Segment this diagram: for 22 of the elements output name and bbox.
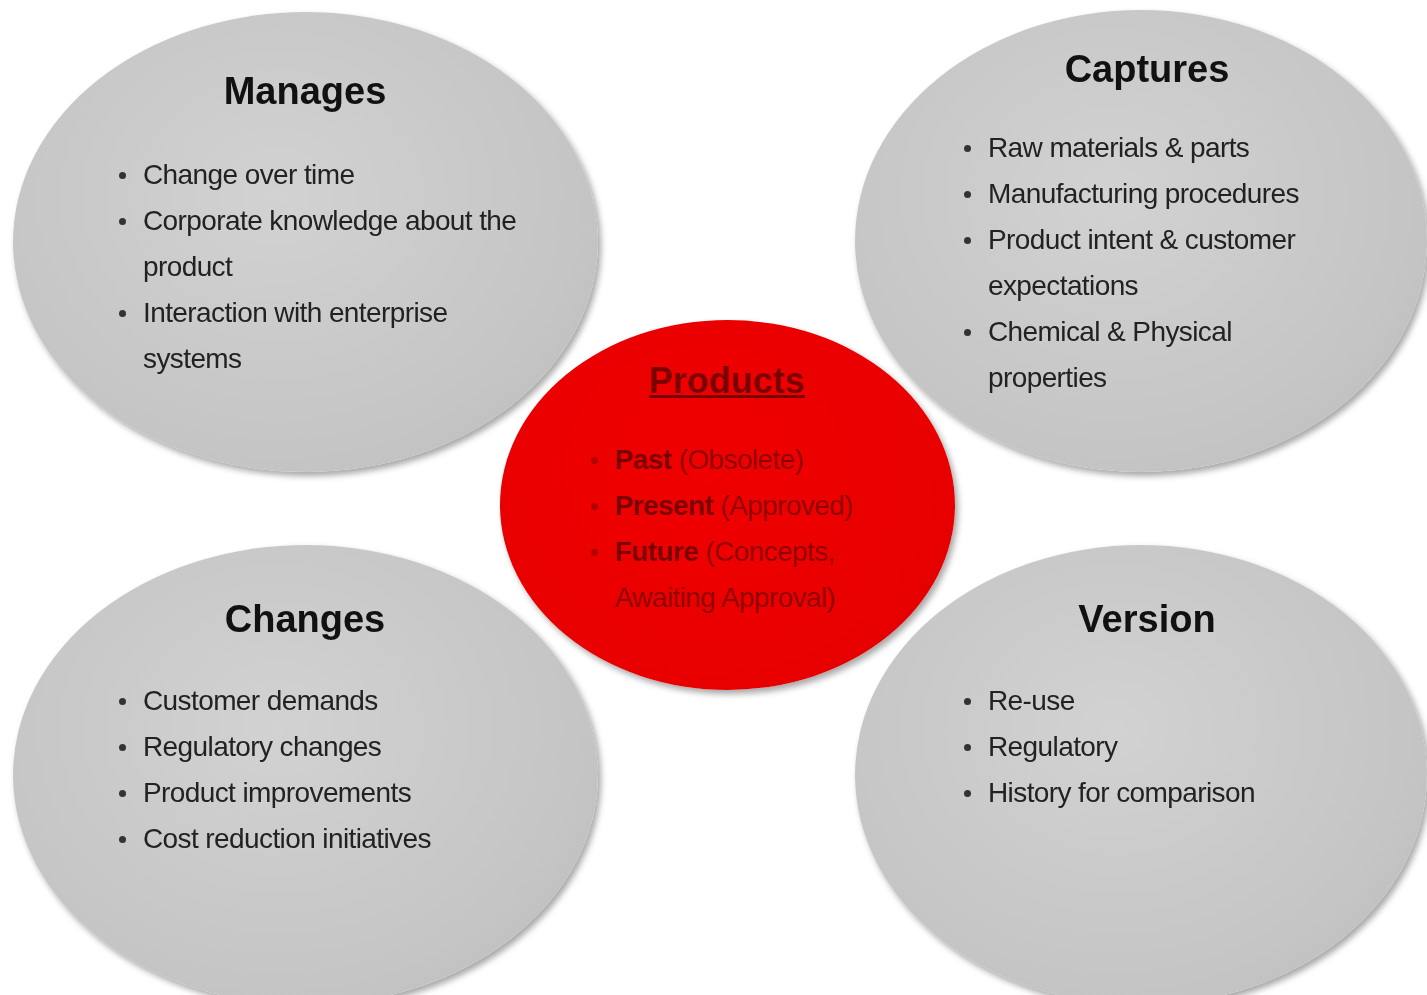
bullet-item: Past (Obsolete) [615, 444, 804, 475]
bullet-item: Product improvements [143, 777, 412, 808]
bullet-item: Raw materials & parts [988, 132, 1250, 163]
ellipse-heading: Changes [224, 598, 386, 641]
bullet-item: Regulatory changes [143, 731, 382, 762]
ellipse-heading: Version [1078, 598, 1216, 641]
bullet-item: Cost reduction initiatives [143, 823, 431, 854]
bullet-item: History for comparison [988, 777, 1255, 808]
bullet-item: Future (Concepts, Awaiting Approval) [615, 536, 836, 613]
bullet-item: Present (Approved) [615, 490, 854, 521]
bullet-item: Customer demands [143, 685, 378, 716]
ellipse-heading: Captures [1064, 48, 1230, 91]
bullet-item: Chemical & Physical properties [988, 316, 1232, 393]
bullet-item: Product intent & customer expectations [988, 224, 1296, 301]
bullet-item: Manufacturing procedures [988, 178, 1299, 209]
ellipse-heading: Products [649, 360, 805, 402]
bullet-item: Change over time [143, 159, 355, 190]
ellipse-heading: Manages [223, 70, 387, 113]
bullet-item: Re-use [988, 685, 1075, 716]
bullet-item: Regulatory [988, 731, 1118, 762]
bullet-item: Interaction with enterprise systems [143, 297, 448, 374]
bullet-item: Corporate knowledge about the product [143, 205, 517, 282]
